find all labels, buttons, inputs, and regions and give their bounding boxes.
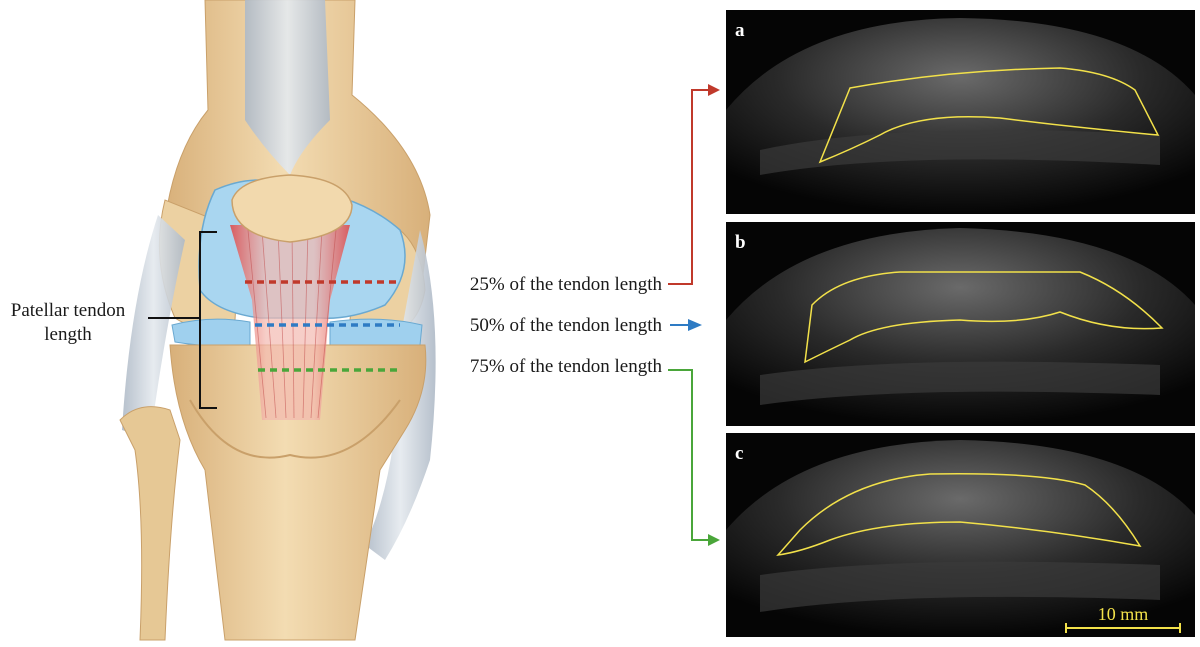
- knee-illustration: [120, 0, 436, 640]
- tendon-length-label-line1: Patellar tendon: [11, 300, 126, 321]
- level-label-50: 50% of the tendon length: [470, 315, 663, 336]
- level-label-25: 25% of the tendon length: [470, 274, 663, 295]
- arrow-to-panel-b: [670, 319, 702, 331]
- scale-bar-label: 10 mm: [1098, 604, 1149, 624]
- panel-letter-b: b: [735, 232, 746, 253]
- panel-letter-a: a: [735, 20, 745, 41]
- level-label-75: 75% of the tendon length: [470, 356, 663, 377]
- fibula: [120, 407, 180, 640]
- arrow-to-panel-c: [668, 370, 720, 546]
- ultrasound-panel-a: [726, 10, 1195, 214]
- arrow-to-panel-a: [668, 84, 720, 284]
- ultrasound-panel-b: [726, 222, 1195, 426]
- tendon-length-label-line2: length: [44, 324, 92, 345]
- meniscus-left: [172, 319, 250, 346]
- panel-letter-c: c: [735, 443, 743, 464]
